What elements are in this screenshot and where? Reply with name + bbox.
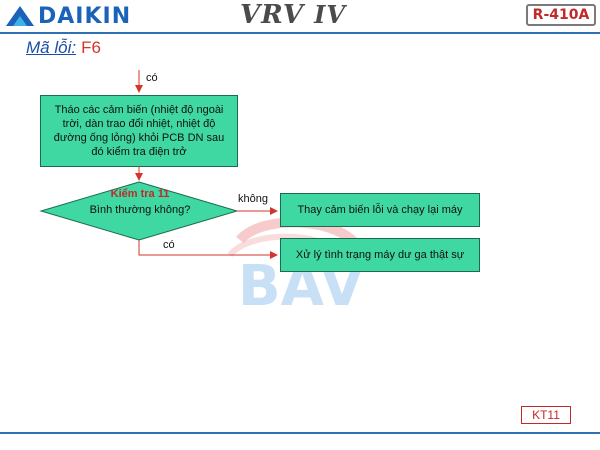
product-title: VRV IV — [240, 0, 346, 30]
kt11-link-button[interactable]: KT11 — [521, 406, 571, 424]
yes-branch-arrow — [138, 240, 278, 259]
decision-title: Kiểm tra 11 — [110, 188, 170, 200]
daikin-logo: DAIKIN — [6, 3, 131, 29]
daikin-logo-icon — [6, 6, 34, 26]
product-name: VRV — [240, 0, 305, 30]
product-generation: IV — [314, 0, 346, 29]
no-branch-label: không — [238, 193, 268, 205]
brand-name: DAIKIN — [38, 3, 132, 29]
header-bar — [0, 0, 600, 32]
header-divider — [0, 32, 600, 34]
step-box: Tháo các cảm biến (nhiệt độ ngoài trời, … — [40, 95, 238, 167]
yes-branch-label: có — [163, 239, 175, 251]
refrigerant-badge: R-410A — [526, 4, 596, 26]
error-code-heading: Mã lỗi:F6 — [26, 38, 101, 58]
yes-result-box: Xử lý tình trạng máy dư ga thật sự — [280, 238, 480, 272]
entry-label: có — [146, 72, 158, 84]
error-code-label: Mã lỗi: — [26, 38, 77, 57]
step-text: Tháo các cảm biến (nhiệt độ ngoài trời, … — [53, 104, 225, 158]
footer-divider — [0, 432, 600, 434]
no-result-box: Thay cảm biến lỗi và chạy lại máy — [280, 193, 480, 227]
decision-text: Kiểm tra 11 Bình thường không? — [80, 188, 200, 217]
no-result-text: Thay cảm biến lỗi và chạy lại máy — [297, 204, 463, 216]
error-code-value: F6 — [81, 38, 101, 57]
decision-question: Bình thường không? — [89, 204, 191, 216]
yes-result-text: Xử lý tình trạng máy dư ga thật sự — [295, 249, 465, 261]
